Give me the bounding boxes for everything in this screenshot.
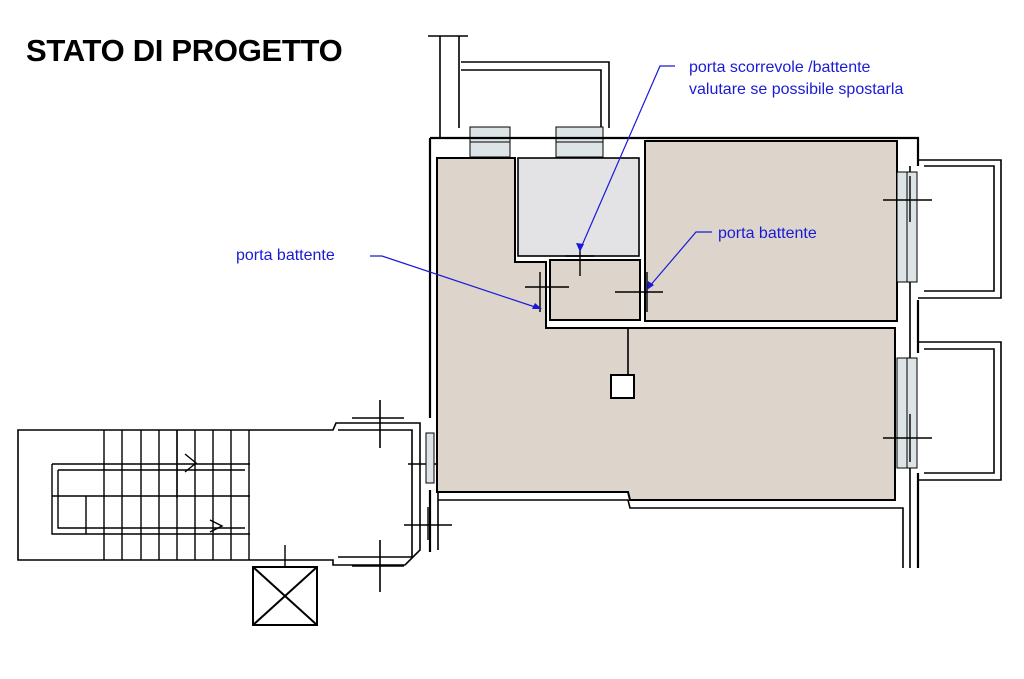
staircase — [51, 430, 250, 560]
entrance-door — [425, 432, 435, 484]
annotation-arrowheads — [532, 243, 654, 309]
ceiling-light — [610, 374, 635, 399]
right-balcony-bottom — [896, 341, 1002, 481]
plan-title: STATO DI PROGETTO — [26, 33, 343, 68]
stair-direction-arrows — [176, 430, 224, 533]
annotation-sliding-door-line2: valutare se possibile spostarla — [689, 81, 904, 98]
living-room — [436, 157, 896, 501]
right-balcony-top — [896, 159, 1002, 299]
annotation-sliding-door-line1: porta scorrevole /battente — [689, 59, 871, 76]
top-window-left — [469, 126, 511, 158]
elevator-shaft — [252, 545, 318, 626]
bedroom — [644, 140, 898, 322]
bathroom — [517, 157, 640, 257]
top-window-right — [555, 126, 604, 158]
door-markers — [404, 176, 932, 540]
landing-inner — [338, 429, 413, 558]
closet — [549, 259, 641, 321]
landing-door-top — [352, 400, 404, 448]
annotation-leaders — [370, 65, 712, 309]
top-balcony — [461, 61, 610, 128]
chimney-duct — [428, 35, 468, 138]
landing-door-bottom — [352, 540, 404, 592]
annotation-hinged-door-right: porta battente — [718, 225, 817, 242]
annotation-hinged-door-left: porta battente — [236, 247, 335, 264]
outer-wall — [428, 136, 920, 568]
stair-landing — [17, 422, 421, 566]
